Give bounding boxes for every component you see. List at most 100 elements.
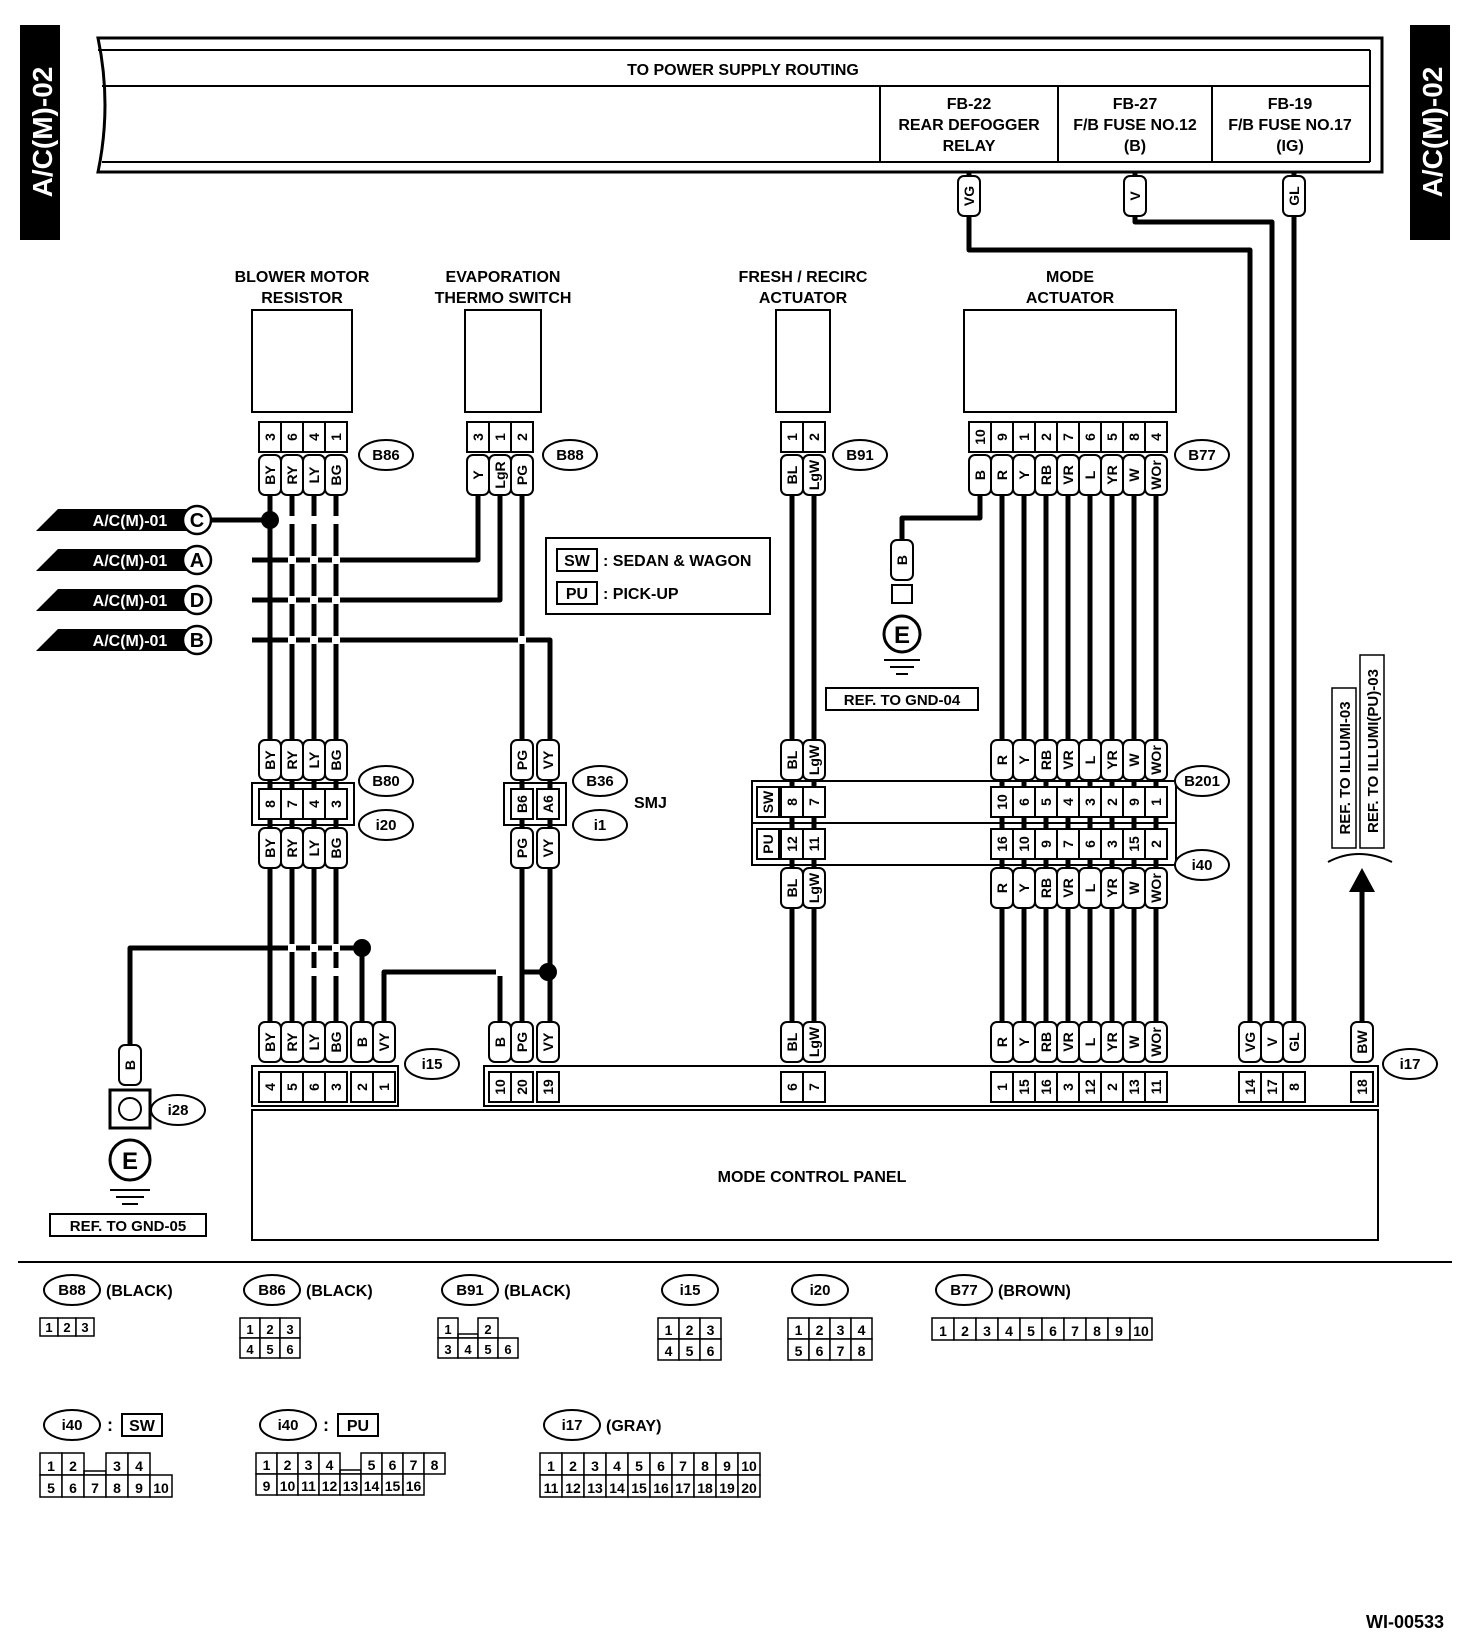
pin-cell [510,788,534,820]
connector-view-variant: PU [347,1418,369,1435]
connector-view-pin: 12 [565,1480,581,1496]
wire-color: VY [376,1032,392,1051]
wire-color-tag [118,1044,142,1086]
connector-view-pin: 10 [1133,1323,1149,1339]
wire [252,495,503,603]
wire-color-tag [510,454,534,496]
connector-view-pin: 4 [613,1458,621,1474]
pin-number: 5 [1104,433,1120,441]
illumi-ref: REF. TO ILLUMI-03 REF. TO ILLUMI(PU)-03 [1327,654,1393,863]
fuse-1: FB-27 F/B FUSE NO.12 (B) [1073,96,1197,155]
ref-arrow [36,589,190,611]
ground-circle [882,614,922,654]
ref-letter-circle [181,504,213,536]
pin-number: 2 [1104,798,1120,806]
connector-id-oval [1174,849,1230,881]
wire-color-tag [372,1021,396,1063]
connector-view-pin: 5 [484,1342,491,1357]
wire-color: YR [1104,878,1120,897]
connector-view-name: i15 [680,1282,701,1299]
junction-dot [539,963,557,981]
wire-color: W [1126,468,1142,482]
wire-color: Y [470,470,486,480]
connector-view-pin: 8 [113,1480,121,1496]
wire-color-tag [1282,175,1306,217]
connector-view-pin: 5 [635,1458,643,1474]
connector-view-colon: : [107,1415,113,1435]
connector-view-pin: 2 [484,1322,491,1337]
pin-number: 15 [1126,836,1142,852]
connector-id: B86 [372,447,400,464]
connector-id: i20 [376,817,397,834]
connector-view-pin: 4 [1005,1323,1013,1339]
mode-control-panel: MODE CONTROL PANEL [251,1109,1379,1241]
ref-label: A/C(M)-01 [93,593,168,610]
wire-color-tag [536,827,560,869]
pin-cell [536,1071,560,1103]
wire-color: RB [1038,1032,1054,1052]
wire-color-tag [1144,454,1168,496]
pin-number: 5 [1038,798,1054,806]
component-boxes [251,309,1177,413]
wire-color: RY [284,1032,300,1052]
pin-number: 6 [284,433,300,441]
arrow-head [1349,868,1375,892]
connector-view-pin: 11 [544,1480,559,1496]
crossing-gap [332,636,340,644]
connector-view-pin: 6 [1049,1323,1057,1339]
connector-view-pin: 10 [153,1480,169,1496]
connector-view-name: B91 [456,1282,484,1299]
ref-letter: D [190,590,204,612]
crossing-gap [496,968,504,976]
component-label: ACTUATOR [1026,290,1115,307]
ref-letter-circle [181,544,213,576]
crossing-gap [518,636,526,644]
fuse-line: FB-27 [1113,96,1158,113]
connector-view-pin: 8 [1093,1323,1101,1339]
wire-color: B [894,555,910,565]
wire-color: Y [1016,883,1032,893]
wire-color-tag [1282,1021,1306,1063]
component-label: EVAPORATION [446,269,561,286]
connector-view-pin: 1 [47,1458,55,1474]
connector-id-oval [572,809,628,841]
connector-view-pin: 6 [707,1343,715,1359]
illumi-ref-text: REF. TO ILLUMI-03 [1337,701,1354,834]
connector-view-oval [43,1274,101,1306]
pin-number: 12 [784,836,800,852]
connector-id: i17 [1400,1056,1421,1073]
connector-view-pin: 4 [135,1458,143,1474]
connector-view-pin: 16 [653,1480,669,1496]
wire-color: R [994,1037,1010,1047]
wire-color: B [122,1060,138,1070]
crossing-gap [288,636,296,644]
pin-number: 19 [540,1079,556,1095]
connector-view-pin: 14 [609,1480,625,1496]
crossing-gap [332,516,340,524]
connector-view-pin: 9 [263,1478,271,1494]
wire-color: LgW [806,744,822,775]
pin-cell [1144,828,1168,860]
wire-color: VY [540,1032,556,1051]
wire [252,637,553,1052]
connector-view-color: (BROWN) [998,1283,1071,1300]
crossing-gap [310,556,318,564]
connector-id-oval [358,809,414,841]
power-supply-title: TO POWER SUPPLY ROUTING [627,62,859,79]
ref-letter-circle [181,624,213,656]
wire-color: GL [1286,186,1302,206]
pin-cell [802,421,826,453]
ref-letter: A [190,550,204,572]
wire-color: W [1126,753,1142,767]
wire-color: YR [1104,1032,1120,1051]
connector-view-cell [423,1452,446,1475]
connector-view-oval [791,1274,849,1306]
wire-color: LgW [806,459,822,490]
fuse-0: FB-22 REAR DEFOGGER RELAY [898,96,1040,155]
pin-number: 6 [1016,798,1032,806]
wire-color-tag [1144,1021,1168,1063]
panel-connector-i17 [483,1065,1379,1107]
connector-view-pin: 16 [406,1478,422,1494]
connector-view-pin: 6 [69,1480,77,1496]
connector-view-pin: 3 [983,1323,991,1339]
